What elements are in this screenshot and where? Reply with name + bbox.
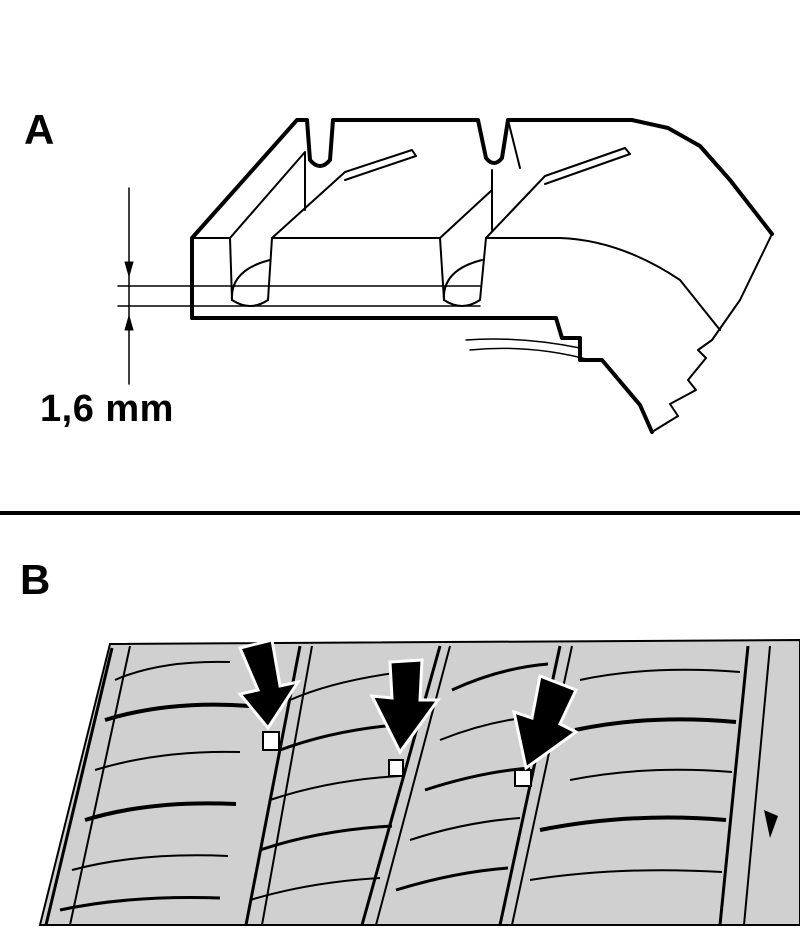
wear-indicator-1 [262,731,280,751]
panel-a-label: A [24,106,55,153]
dimension-arrow-top [124,261,134,277]
panel-b-tread-pattern [38,638,800,926]
wear-indicator-2 [388,759,404,777]
panel-b-label: B [20,556,51,603]
dimension-arrow-bottom [124,315,134,331]
wear-indicator-lines [117,285,481,307]
arrow-3 [511,673,579,771]
tread-depth-dimension: 1,6 mm [40,388,174,430]
wear-indicator-3 [514,769,532,787]
tread-profile-outline [190,118,774,320]
groove-1 [229,149,417,301]
arrow-1 [237,638,302,731]
tread-surface [38,638,800,926]
arrow-2 [369,658,441,755]
groove-2 [439,119,631,301]
torn-edge [651,233,773,433]
inner-contour [465,338,591,361]
edge-arrow [764,810,778,838]
tread-base-line [190,316,654,434]
panel-a-cross-section [117,118,774,434]
